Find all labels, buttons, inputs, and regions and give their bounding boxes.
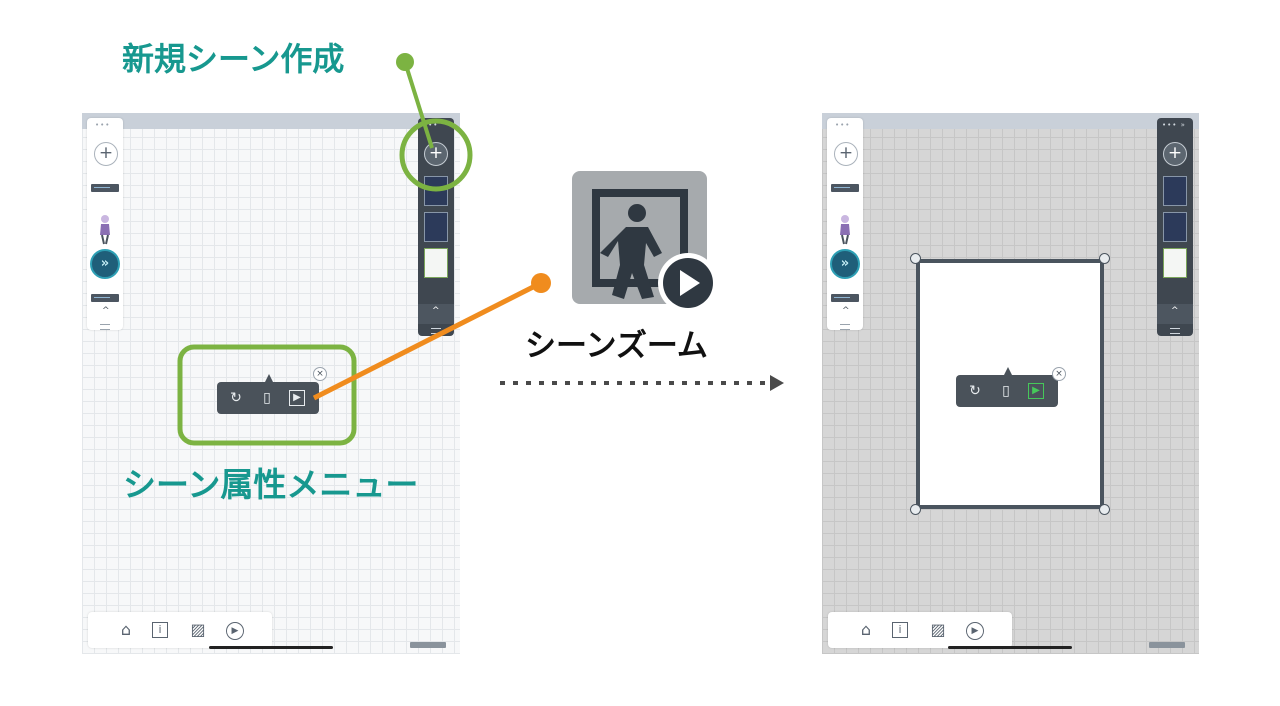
plus-icon: +	[1167, 143, 1183, 163]
new-scene-button[interactable]: +	[1163, 142, 1187, 166]
scene-thumb[interactable]	[424, 212, 448, 242]
scene-zoom-icon[interactable]: ▶	[289, 390, 305, 406]
frame-corner-handle[interactable]	[1099, 253, 1110, 264]
scene-attr-menu: ↻ ▯ ▶	[217, 374, 319, 414]
zoom-pointer-line	[312, 280, 543, 401]
info-icon[interactable]: i	[892, 622, 908, 638]
drag-handle[interactable]	[100, 324, 110, 330]
collapse-caret[interactable]: ^	[1171, 306, 1179, 316]
frame-corner-handle[interactable]	[1099, 504, 1110, 515]
left-panel-dots[interactable]: •••	[95, 121, 111, 129]
forward-chevron-icon: »	[840, 256, 850, 271]
character-icon[interactable]	[98, 213, 112, 245]
layers-icon[interactable]: ▨	[190, 620, 206, 639]
menu-tail	[265, 374, 273, 382]
info-icon[interactable]: i	[152, 622, 168, 638]
forward-chevron-icon: »	[100, 256, 110, 271]
drag-handle[interactable]	[1170, 328, 1180, 334]
add-layer-button[interactable]: +	[834, 142, 858, 166]
drag-handle[interactable]	[840, 324, 850, 330]
top-bar	[82, 113, 460, 129]
layer-thumb[interactable]	[91, 294, 119, 302]
forward-button[interactable]: »	[90, 249, 120, 279]
menu-tail	[1004, 367, 1012, 375]
scene-panel-dots[interactable]: •••	[423, 121, 439, 129]
layers-icon[interactable]: ▨	[930, 620, 946, 639]
character-icon[interactable]	[838, 213, 852, 245]
left-panel-dots[interactable]: •••	[835, 121, 851, 129]
scene-thumb-blank[interactable]	[1163, 248, 1187, 278]
plus-icon: +	[428, 143, 444, 163]
plus-icon: +	[98, 143, 114, 163]
scene-attr-menu-label: シーン属性メニュー	[123, 465, 419, 504]
home-indicator	[948, 646, 1072, 649]
layer-thumb[interactable]	[831, 184, 859, 192]
scene-panel-footer: ^	[418, 304, 454, 324]
scene-zoom-icon-large	[572, 171, 718, 309]
scene-panel: ••• + ^	[418, 118, 454, 336]
forward-button[interactable]: »	[830, 249, 860, 279]
new-scene-pointer-dot	[396, 53, 414, 71]
collapse-caret[interactable]: ^	[432, 306, 440, 316]
scene-thumb[interactable]	[1163, 176, 1187, 206]
collapse-caret[interactable]: ^	[102, 306, 110, 316]
scene-panel-dots[interactable]: ••• »	[1162, 121, 1186, 129]
new-scene-label: 新規シーン作成	[122, 40, 345, 78]
play-icon[interactable]: ▶	[226, 622, 244, 640]
scene-zoom-label: シーンズーム	[525, 328, 708, 364]
layer-thumb[interactable]	[831, 294, 859, 302]
home-icon[interactable]: ⌂	[120, 620, 132, 639]
layer-thumb[interactable]	[91, 184, 119, 192]
scene-zoom-icon[interactable]: ▶	[1028, 383, 1044, 399]
status-pill	[1149, 642, 1185, 648]
collapse-caret[interactable]: ^	[842, 306, 850, 316]
play-icon[interactable]: ▶	[966, 622, 984, 640]
bottom-toolbar: ⌂ i ▨ ▶	[88, 612, 272, 648]
home-icon[interactable]: ⌂	[860, 620, 872, 639]
rotate-icon[interactable]: ↻	[969, 383, 981, 399]
scene-attr-menu: ↻ ▯ ▶	[956, 367, 1058, 407]
scene-panel-footer: ^	[1157, 304, 1193, 324]
new-scene-button[interactable]: +	[424, 142, 448, 166]
screen-right: ••• + » ^ ••• » + ^ ↻ ▯ ▶ × ⌂ i ▨ ▶	[822, 113, 1199, 654]
top-bar	[822, 113, 1199, 129]
home-indicator	[209, 646, 333, 649]
phone-icon[interactable]: ▯	[1002, 383, 1010, 399]
frame-corner-handle[interactable]	[910, 253, 921, 264]
scene-thumb-blank[interactable]	[424, 248, 448, 278]
close-icon[interactable]: ×	[1052, 367, 1066, 381]
add-layer-button[interactable]: +	[94, 142, 118, 166]
rotate-icon[interactable]: ↻	[230, 390, 242, 406]
attr-menu-highlight-box	[177, 344, 357, 446]
frame-corner-handle[interactable]	[910, 504, 921, 515]
left-layer-panel: ••• + » ^	[87, 118, 123, 330]
scene-thumb[interactable]	[1163, 212, 1187, 242]
screen-left: ••• + » ^ ••• + ^ ↻ ▯ ▶ × ⌂ i ▨ ▶	[82, 113, 460, 654]
phone-icon[interactable]: ▯	[263, 390, 271, 406]
close-icon[interactable]: ×	[313, 367, 327, 381]
left-layer-panel: ••• + » ^	[827, 118, 863, 330]
bottom-toolbar: ⌂ i ▨ ▶	[828, 612, 1012, 648]
scene-panel: ••• » + ^	[1157, 118, 1193, 336]
new-scene-pointer-line	[403, 61, 434, 149]
zoom-pointer-dot	[531, 273, 551, 293]
new-scene-highlight-circle	[399, 118, 473, 192]
plus-icon: +	[838, 143, 854, 163]
status-pill	[410, 642, 446, 648]
transition-arrow-head	[770, 375, 784, 391]
